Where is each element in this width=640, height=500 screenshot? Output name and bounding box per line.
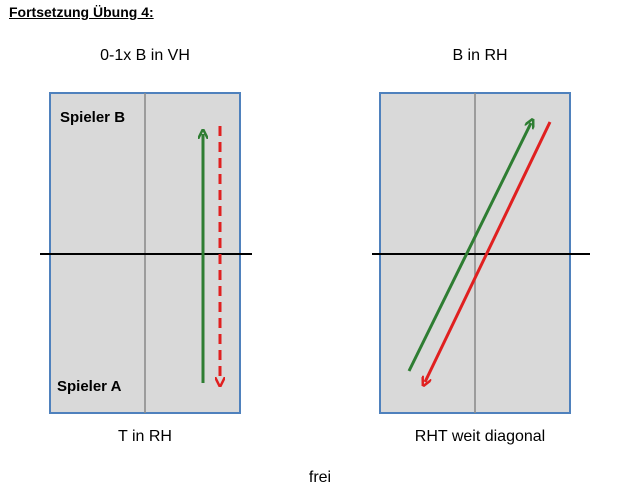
page-heading: Fortsetzung Übung 4: — [9, 4, 154, 20]
left-court-top-caption: 0-1x B in VH — [100, 47, 190, 64]
player-a-label: Spieler A — [57, 378, 122, 395]
right-court — [372, 92, 590, 414]
footer-label: frei — [308, 469, 332, 486]
right-court-bottom-caption: RHT weit diagonal — [414, 428, 546, 445]
left-court: Spieler B Spieler A — [40, 92, 252, 414]
right-green-arrow — [407, 123, 531, 372]
left-court-bottom-caption: T in RH — [118, 428, 172, 445]
player-b-label: Spieler B — [60, 109, 125, 126]
right-red-arrow — [425, 121, 552, 382]
right-court-top-caption: B in RH — [452, 47, 508, 64]
